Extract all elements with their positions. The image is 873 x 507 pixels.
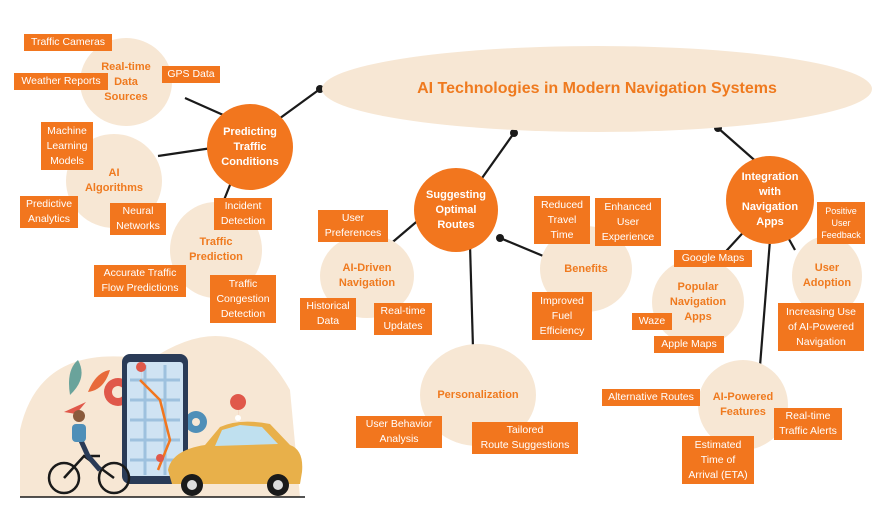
tag-predictive-analytics: Predictive Analytics — [20, 196, 78, 228]
car-icon — [168, 421, 303, 496]
tag-reduced-travel-time: Reduced Travel Time — [534, 196, 590, 244]
tag-machine-learning: Machine Learning Models — [41, 122, 93, 170]
tag-user-behavior-analysis: User Behavior Analysis — [356, 416, 442, 448]
tag-congestion-detection: Traffic Congestion Detection — [210, 275, 276, 323]
location-pin-icon — [136, 362, 247, 474]
leaf-icon — [69, 360, 82, 395]
tag-google-maps: Google Maps — [674, 250, 752, 267]
tag-enhanced-user-experience: Enhanced User Experience — [595, 198, 661, 246]
subtopic-popular-navigation-apps: Popular Navigation Apps — [652, 258, 744, 346]
tag-positive-user-feedback: Positive User Feedback — [817, 202, 865, 244]
cyclist-icon — [47, 410, 131, 495]
subtopic-user-adoption: User Adoption — [792, 236, 862, 316]
tag-realtime-traffic-alerts: Real-time Traffic Alerts — [774, 408, 842, 440]
tag-estimated-time-of-arrival: Estimated Time of Arrival (ETA) — [682, 436, 754, 484]
tag-improved-fuel-efficiency: Improved Fuel Efficiency — [532, 292, 592, 340]
tag-incident-detection: Incident Detection — [214, 198, 272, 230]
tag-gps-data: GPS Data — [162, 66, 220, 83]
hub-integration-apps: Integration with Navigation Apps — [726, 156, 814, 244]
tag-traffic-cameras: Traffic Cameras — [24, 34, 112, 51]
tag-increasing-use-ai-navigation: Increasing Use of AI-Powered Navigation — [778, 303, 864, 351]
tag-waze: Waze — [632, 313, 672, 330]
tag-alternative-routes: Alternative Routes — [602, 389, 700, 406]
tag-neural-networks: Neural Networks — [110, 203, 166, 235]
tag-user-preferences: User Preferences — [318, 210, 388, 242]
page-title: AI Technologies in Modern Navigation Sys… — [417, 80, 777, 97]
tag-accurate-traffic-flow: Accurate Traffic Flow Predictions — [94, 265, 186, 297]
tag-historical-data: Historical Data — [300, 298, 356, 330]
tag-tailored-route-suggestions: Tailored Route Suggestions — [472, 422, 578, 454]
tag-weather-reports: Weather Reports — [14, 73, 108, 90]
hub-suggesting-routes: Suggesting Optimal Routes — [414, 168, 498, 252]
phone-map-icon — [122, 354, 188, 484]
tag-realtime-updates: Real-time Updates — [374, 303, 432, 335]
tag-apple-maps: Apple Maps — [654, 336, 724, 353]
paper-plane-icon — [64, 402, 86, 414]
title-ellipse — [322, 46, 872, 132]
subtopic-ai-powered-features: AI-Powered Features — [698, 360, 788, 450]
hub-predicting-traffic: Predicting Traffic Conditions — [207, 104, 293, 190]
